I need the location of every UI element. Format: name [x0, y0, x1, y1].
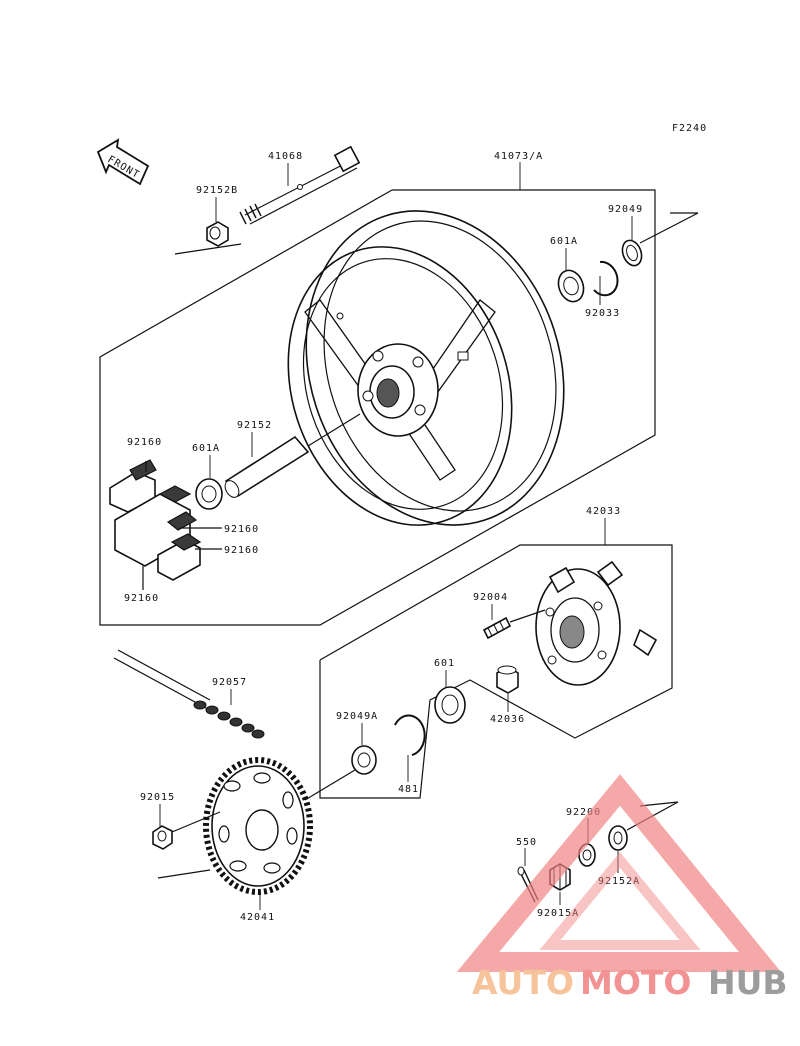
watermark-moto: MOTO	[580, 963, 691, 1002]
label-stud: 92004	[473, 592, 508, 603]
label-circlip-left: 481	[398, 784, 419, 795]
label-sprocket: 42041	[240, 912, 275, 923]
circlip-right	[593, 260, 619, 297]
axle	[239, 145, 361, 225]
bearing-right	[557, 269, 585, 303]
circlip-left	[394, 714, 426, 756]
bearing-coupling	[434, 686, 466, 724]
label-oil-seal-right: 92049	[608, 204, 643, 215]
label-sprocket-nut: 92015	[140, 792, 175, 803]
coupling-collar	[496, 665, 519, 694]
label-circlip-right: 92033	[585, 308, 620, 319]
label-damper-low: 92160	[224, 545, 259, 556]
leader-lines	[159, 162, 633, 910]
axle-collar	[608, 801, 679, 851]
stud	[482, 609, 546, 640]
label-axle-nut2: 92015A	[537, 908, 579, 919]
oil-seal-right	[621, 212, 699, 267]
watermark-auto: AUTO	[472, 963, 574, 1002]
label-damper-bottom: 92160	[124, 593, 159, 604]
label-axle: 41068	[268, 151, 303, 162]
label-damper-top: 92160	[127, 437, 162, 448]
front-arrow-icon: FRONT	[96, 138, 150, 186]
label-bearing-coupling: 601	[434, 658, 455, 669]
sprocket-coupling	[535, 560, 658, 686]
coupling-group-outline	[319, 544, 673, 799]
label-washer: 92200	[566, 807, 601, 818]
label-bearing-right: 601A	[550, 236, 578, 247]
sprocket-nut	[152, 811, 221, 879]
bearing-left	[195, 478, 223, 510]
collar	[224, 413, 361, 498]
label-oil-seal-left: 92049A	[336, 711, 378, 722]
label-coupling: 42033	[586, 506, 621, 517]
label-chain: 92057	[212, 677, 247, 688]
rear-wheel	[287, 210, 565, 526]
drive-chain	[113, 649, 265, 739]
automotohub-watermark: AUTO MOTO HUB	[456, 774, 788, 1002]
damper-rubbers	[109, 459, 222, 590]
watermark-hub: HUB	[708, 963, 788, 1002]
label-axle-collar: 92152A	[598, 876, 640, 887]
label-damper-mid: 92160	[224, 524, 259, 535]
wheel-group-outline	[99, 189, 656, 626]
part-labels: 41068 92152B 41073/A 92049 601A 92033 92…	[124, 151, 643, 923]
rear-sprocket	[203, 757, 356, 895]
watermark-triangle-icon	[456, 774, 782, 972]
label-bearing-left: 601A	[192, 443, 220, 454]
label-axle-nut: 92152B	[196, 185, 238, 196]
label-cotter-pin: 550	[516, 837, 537, 848]
oil-seal-left	[351, 745, 377, 775]
axle-nut	[174, 221, 242, 255]
label-collar: 92152	[237, 420, 272, 431]
label-coupling-collar: 42036	[490, 714, 525, 725]
label-wheel: 41073/A	[494, 151, 543, 162]
diagram-code: F2240	[672, 123, 707, 134]
